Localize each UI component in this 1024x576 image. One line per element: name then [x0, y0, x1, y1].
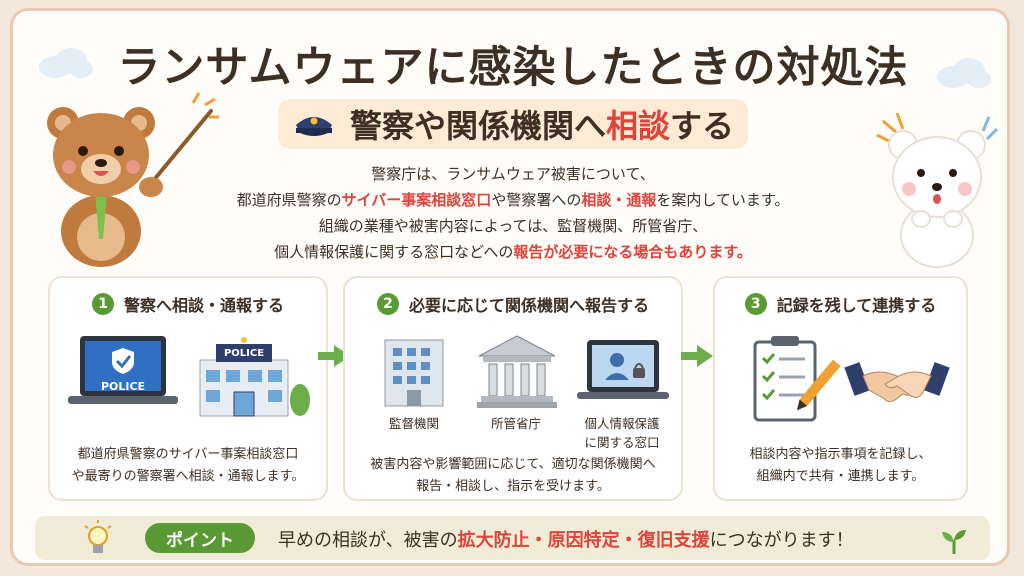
sprout-icon	[942, 530, 966, 554]
arrow-right-icon	[318, 345, 350, 367]
step-title: 必要に応じて関係機関へ報告する	[408, 296, 649, 315]
laptop-label: POLICE	[100, 380, 146, 393]
step-title: 記録を残して連携する	[776, 296, 937, 315]
subtitle-banner: 警察や関係機関へ相談する	[278, 99, 748, 149]
step-description: 都道府県警察のサイバー事案相談窓口や最寄りの警察署へ相談・通報します。	[71, 447, 305, 484]
laptop-privacy-icon	[577, 340, 669, 399]
caption-supervisory: 監督機関	[388, 416, 439, 431]
caption-privacy-office: 個人情報保護に関する窓口	[584, 416, 660, 450]
subtitle: 警察や関係機関へ相談する	[349, 107, 735, 145]
checklist-clipboard-icon	[753, 336, 841, 422]
step-number: 1	[91, 293, 114, 315]
caption-ministry: 所管省庁	[490, 416, 541, 431]
government-building-icon	[477, 335, 557, 408]
building-label: POLICE	[223, 348, 265, 359]
step-2-card: 2 必要に応じて関係機関へ報告する 監督機関 所管省庁 個	[343, 276, 683, 501]
step-3-card: 3 記録を残して連携する 相談内容や指示事項を記録し、組織内で共有・連携します。	[713, 276, 968, 501]
arrow-right-icon	[681, 345, 713, 367]
point-text: 早めの相談が、被害の拡大防止・原因特定・復旧支援につながります！	[278, 530, 854, 551]
step-1-card: 1 警察へ相談・通報する POLICE POLICE 都道府県警察のサイバー事案…	[48, 276, 328, 501]
cloud-right-icon	[937, 58, 991, 88]
intro-text: 警察庁は、ランサムウェア被害について、 都道府県警察のサイバー事案相談窓口や警察…	[236, 165, 790, 261]
step-number: 2	[376, 293, 399, 315]
police-station-icon	[199, 337, 310, 417]
step-title: 警察へ相談・通報する	[123, 296, 284, 315]
step-number: 3	[744, 293, 767, 315]
handshake-icon	[844, 362, 950, 403]
lightbulb-icon	[84, 520, 112, 553]
page-title: ランサムウェアに感染したときの対処法	[117, 43, 909, 93]
brown-bear-teacher-icon	[47, 92, 219, 267]
point-badge: ポイント	[145, 523, 255, 553]
infographic-frame: ランサムウェアに感染したときの対処法	[10, 8, 1010, 566]
cloud-left-icon	[39, 48, 93, 78]
white-bear-surprised-icon	[876, 112, 999, 268]
office-building-icon	[384, 339, 444, 407]
step-description: 相談内容や指示事項を記録し、組織内で共有・連携します。	[749, 447, 932, 484]
laptop-police-icon	[68, 336, 178, 404]
step-description: 被害内容や影響範囲に応じて、適切な関係機関へ報告・相談し、指示を受けます。	[370, 457, 656, 494]
police-cap-icon	[295, 117, 332, 136]
point-bar: ポイント 早めの相談が、被害の拡大防止・原因特定・復旧支援につながります！	[35, 516, 990, 560]
